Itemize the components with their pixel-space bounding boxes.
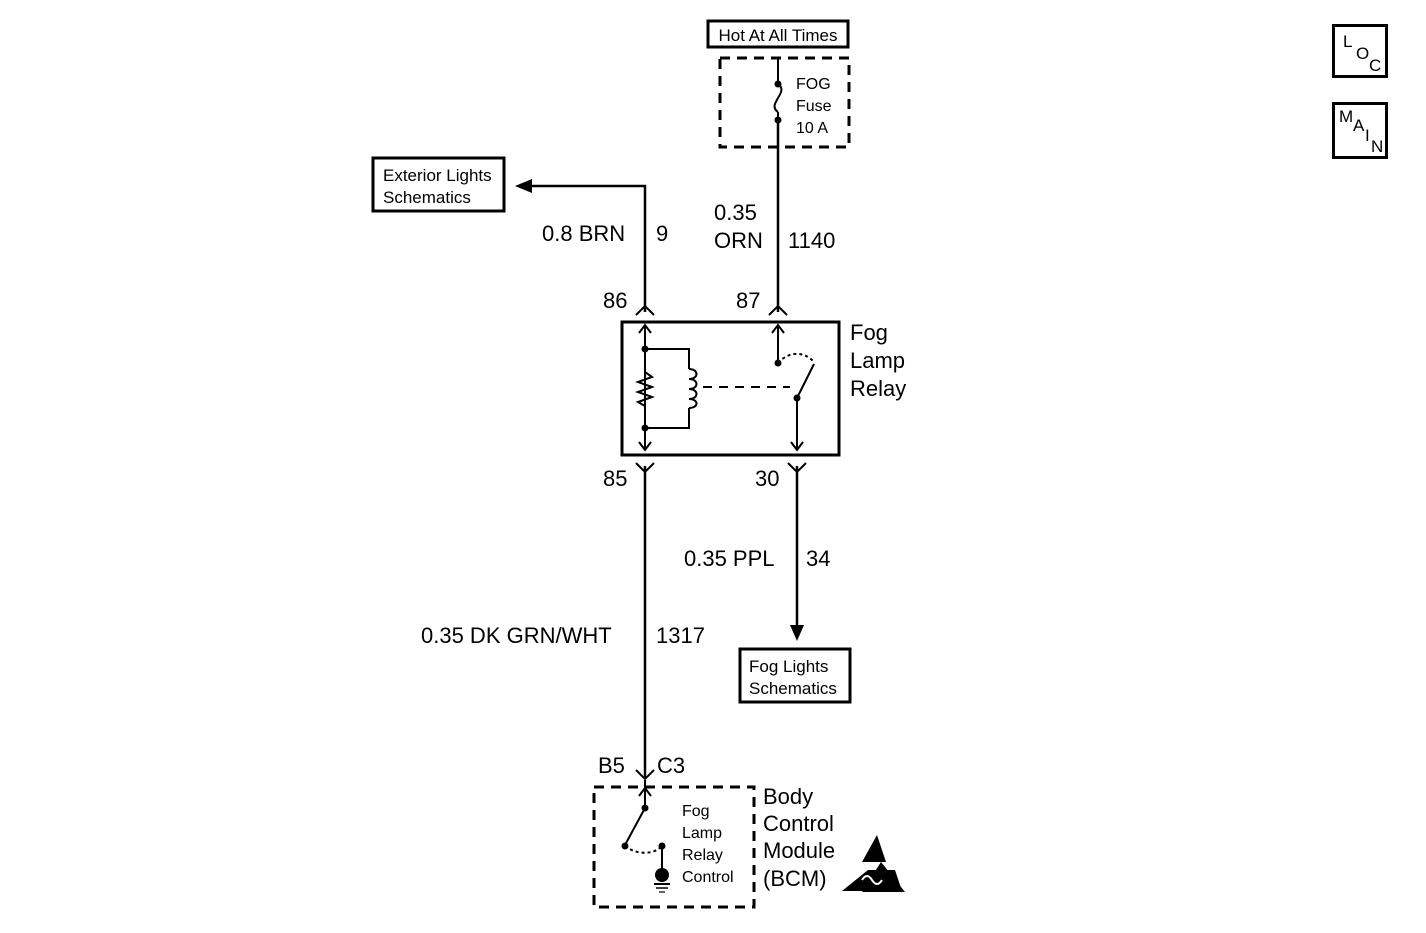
bcm-contact [621,842,629,850]
wire-orn-circuit: 1140 [788,228,835,253]
wire-ppl-gauge-color: 0.35 PPL [684,546,775,571]
exterior-lights-label-1: Exterior Lights [383,166,492,185]
fog-lights-label-2: Schematics [749,679,837,698]
fuse-symbol [773,58,783,124]
bcm-connector-left: B5 [598,753,625,778]
relay-label-2: Lamp [850,348,905,373]
esd-warning-icon [842,835,905,892]
relay-coil-circuit [635,323,698,452]
bcm-control-4: Control [682,869,734,886]
bcm-label-1: Body [763,784,813,809]
ground-icon [654,868,670,893]
bcm-connector-right: C3 [657,753,685,778]
relay-contact [793,394,801,402]
main-letter-i: I [1365,126,1370,145]
main-letter-a: A [1353,116,1365,135]
fuse-block [718,56,851,149]
wire-ppl-arrow [790,625,804,641]
bcm-control-3: Relay [682,847,723,864]
bcm-label-3: Module [763,838,835,863]
wire-brn-circuit: 9 [656,221,668,246]
loc-letter-c: C [1369,56,1382,75]
wire-brn-gauge-color: 0.8 BRN [542,221,625,246]
exterior-lights-schematics-link[interactable] [371,156,506,213]
fuse-label-3: 10 A [796,120,828,137]
bcm-connector [635,769,655,781]
wire-ppl-circuit: 34 [806,546,830,571]
bcm-contact [658,842,666,850]
power-source-label: Hot At All Times [718,26,837,45]
bcm-label-4: (BCM) [763,866,827,891]
loc-button[interactable]: L O C [1332,24,1388,78]
pin-85-label: 85 [603,466,627,491]
bcm-contact [641,804,649,812]
relay-label-3: Relay [850,376,906,401]
pin-86-label: 86 [603,288,627,313]
fuse-label-2: Fuse [796,98,832,115]
wire-dkgrn-circuit: 1317 [656,623,705,648]
bcm-switch [624,780,663,870]
main-button[interactable]: M A I N [1332,102,1388,159]
pin-87-label: 87 [736,288,760,313]
fog-lights-label-1: Fog Lights [749,657,828,676]
wire-orn-gauge: 0.35 [714,200,757,225]
relay-node [641,345,649,353]
pin-87-connector [768,304,788,316]
relay-switch [771,323,815,452]
relay-contact [774,359,782,367]
bcm-control-2: Lamp [682,825,722,842]
loc-letter-l: L [1343,32,1353,51]
main-letter-n: N [1371,137,1384,156]
bcm-label-2: Control [763,811,834,836]
wire-orn-color: ORN [714,228,763,253]
main-letter-m: M [1339,107,1354,126]
pin-30-label: 30 [755,466,779,491]
loc-letter-o: O [1356,44,1370,63]
wire-dkgrn-gauge-color: 0.35 DK GRN/WHT [421,623,612,648]
relay-node [641,424,649,432]
bcm-control-1: Fog [682,803,710,820]
fuse-label-1: FOG [796,76,831,93]
exterior-lights-label-2: Schematics [383,188,471,207]
fog-lights-schematics-link[interactable] [738,647,852,704]
wire-brn [530,184,647,312]
power-source-box [706,19,850,49]
fog-lamp-relay [620,320,841,457]
pin-86-connector [635,304,655,316]
relay-label-1: Fog [850,320,888,345]
wire-brn-arrow [515,179,532,193]
bcm-module [592,785,756,909]
